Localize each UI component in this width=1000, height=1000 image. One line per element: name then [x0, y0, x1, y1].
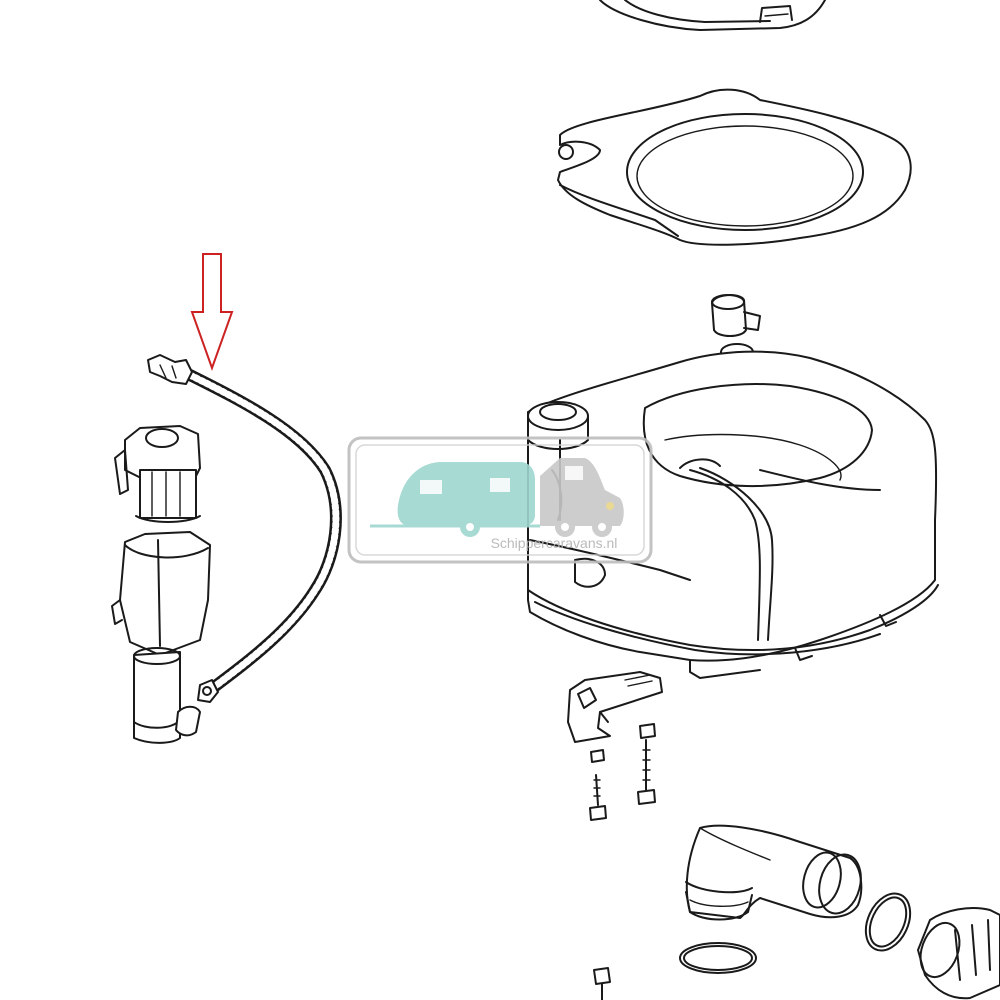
water-tank: [527, 350, 939, 679]
seat: [557, 88, 912, 246]
mounting-bracket: [567, 671, 663, 743]
caravan-logo-icon: [397, 462, 535, 526]
top-cover: [599, 0, 826, 31]
screws: [589, 723, 656, 1000]
drain-elbow: [685, 824, 863, 921]
coupling: [917, 907, 1000, 1000]
watermark-text: Schippercaravans.nl: [491, 535, 618, 551]
vehicle-logo-icon: [540, 458, 624, 526]
hose: [147, 354, 342, 703]
indicator-arrow: [190, 253, 234, 371]
pump-assembly: [111, 425, 211, 744]
watermark: Schippercaravans.nl: [347, 436, 653, 564]
seal-rings: [679, 892, 912, 974]
